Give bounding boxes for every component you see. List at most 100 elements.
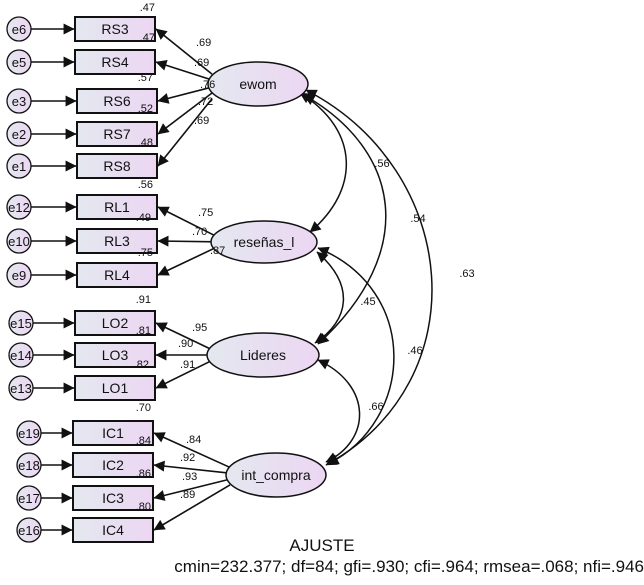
covariance-value: .56 bbox=[374, 158, 389, 170]
loading-value: .95 bbox=[192, 322, 207, 334]
latent-label: Lideres bbox=[240, 347, 286, 363]
error-label: e6 bbox=[12, 22, 26, 37]
indicator-label: IC1 bbox=[102, 425, 124, 441]
indicator-label: IC2 bbox=[102, 457, 124, 473]
loading-arrow bbox=[155, 59, 213, 81]
error-term bbox=[16, 420, 42, 446]
indicator-label: RS3 bbox=[101, 21, 128, 37]
latent-ewom bbox=[207, 61, 309, 107]
covariance-arc bbox=[317, 246, 395, 465]
indicator-box bbox=[76, 228, 158, 254]
error-term bbox=[6, 194, 32, 220]
indicator-box bbox=[76, 121, 158, 147]
loading-arrow bbox=[153, 484, 231, 531]
loading-arrow bbox=[157, 247, 216, 276]
r-squared-value: .84 bbox=[136, 435, 151, 447]
indicator-label: LO2 bbox=[102, 315, 129, 331]
error-term bbox=[8, 310, 34, 336]
indicator-label: IC4 bbox=[102, 522, 124, 538]
loading-value: .89 bbox=[180, 489, 195, 501]
indicator-label: LO3 bbox=[102, 347, 129, 363]
latent-resenas bbox=[210, 220, 318, 264]
indicator-box bbox=[74, 49, 156, 75]
loading-arrow bbox=[157, 206, 216, 237]
loading-value: .69 bbox=[196, 37, 211, 49]
error-term bbox=[16, 452, 42, 478]
error-term bbox=[6, 228, 32, 254]
indicator-label: RS4 bbox=[101, 54, 128, 70]
r-squared-value: .70 bbox=[136, 402, 151, 414]
indicator-box bbox=[74, 16, 156, 42]
error-label: e2 bbox=[12, 127, 26, 142]
indicator-box bbox=[74, 310, 156, 336]
indicator-box bbox=[74, 375, 156, 401]
loading-value: .84 bbox=[186, 434, 201, 446]
error-label: e1 bbox=[12, 159, 26, 174]
error-label: e15 bbox=[10, 316, 32, 331]
latent-intcompra bbox=[225, 452, 327, 498]
fit-title: AJUSTE bbox=[289, 536, 355, 555]
error-term bbox=[6, 121, 32, 147]
indicator-box bbox=[76, 88, 158, 114]
error-term bbox=[6, 153, 32, 179]
error-label: e17 bbox=[18, 491, 40, 506]
covariance-arc bbox=[317, 359, 361, 463]
error-label: e18 bbox=[18, 458, 40, 473]
loading-value: .93 bbox=[182, 471, 197, 483]
error-term bbox=[8, 342, 34, 368]
covariance-value: .45 bbox=[360, 296, 375, 308]
r-squared-value: .80 bbox=[136, 501, 151, 513]
error-term bbox=[16, 517, 42, 543]
indicator-label: RL3 bbox=[104, 233, 130, 249]
error-label: e9 bbox=[12, 268, 26, 283]
error-label: e16 bbox=[18, 523, 40, 538]
covariance-value: .66 bbox=[368, 401, 383, 413]
error-label: e12 bbox=[8, 200, 30, 215]
r-squared-value: .52 bbox=[138, 103, 153, 115]
indicator-box bbox=[76, 153, 158, 179]
error-label: e3 bbox=[12, 94, 26, 109]
indicator-label: RL1 bbox=[104, 199, 130, 215]
r-squared-value: .56 bbox=[138, 179, 153, 191]
r-squared-value: .86 bbox=[136, 468, 151, 480]
r-squared-value: .57 bbox=[138, 72, 153, 84]
loading-arrow bbox=[157, 92, 213, 135]
loading-arrow bbox=[153, 432, 231, 469]
error-label: e5 bbox=[12, 55, 26, 70]
loading-arrow bbox=[157, 98, 213, 167]
covariance-value: .54 bbox=[410, 213, 425, 225]
r-squared-value: .82 bbox=[134, 359, 149, 371]
indicator-box bbox=[72, 485, 154, 511]
indicator-label: IC3 bbox=[102, 490, 124, 506]
indicator-box bbox=[72, 452, 154, 478]
error-term bbox=[6, 49, 32, 75]
loading-value: .75 bbox=[198, 207, 213, 219]
error-term bbox=[6, 88, 32, 114]
error-term bbox=[6, 16, 32, 42]
error-term bbox=[8, 375, 34, 401]
latent-label: int_compra bbox=[241, 467, 310, 483]
loading-arrow bbox=[155, 322, 212, 350]
error-label: e19 bbox=[18, 426, 40, 441]
error-label: e13 bbox=[10, 381, 32, 396]
loading-arrow bbox=[153, 460, 231, 474]
r-squared-value: .49 bbox=[136, 212, 151, 224]
indicator-label: RS6 bbox=[103, 93, 130, 109]
loading-value: .69 bbox=[194, 57, 209, 69]
error-term bbox=[16, 485, 42, 511]
indicator-label: RS7 bbox=[103, 126, 130, 142]
covariance-arc bbox=[314, 251, 345, 344]
indicator-label: LO1 bbox=[102, 380, 129, 396]
indicator-label: RS8 bbox=[103, 158, 130, 174]
latent-label: ewom bbox=[239, 76, 276, 92]
indicator-label: RL4 bbox=[104, 267, 130, 283]
indicator-box bbox=[74, 342, 156, 368]
indicator-box bbox=[72, 420, 154, 446]
loading-value: .76 bbox=[200, 79, 215, 91]
loading-value: .91 bbox=[180, 359, 195, 371]
r-squared-value: .47 bbox=[140, 2, 155, 14]
r-squared-value: .91 bbox=[136, 294, 151, 306]
indicator-box bbox=[76, 194, 158, 220]
r-squared-value: .81 bbox=[136, 325, 151, 337]
